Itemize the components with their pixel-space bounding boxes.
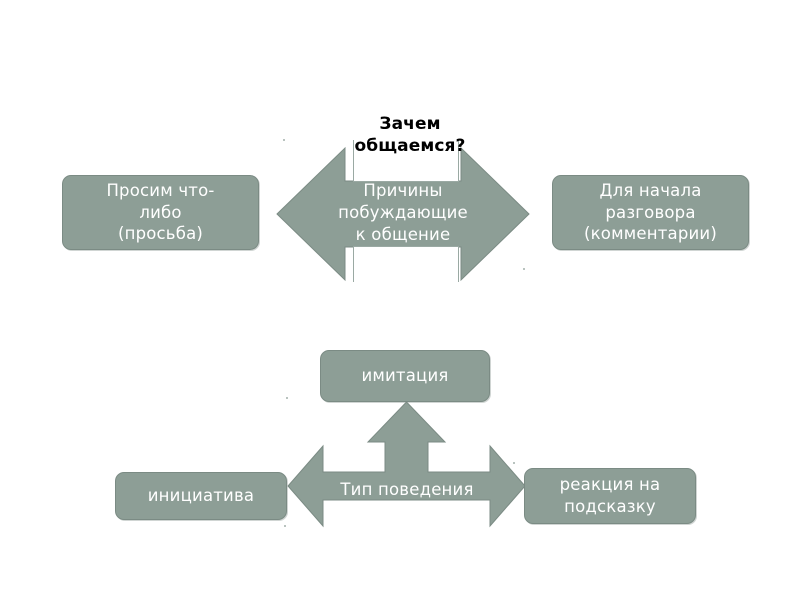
box-request-something[interactable]: Просим что- либо (просьба) — [62, 175, 259, 250]
artifact-speck — [513, 462, 515, 464]
box-request-something-line-1: Просим что- — [106, 180, 215, 200]
box-initiative-label: инициатива — [147, 486, 255, 506]
causes-double-arrow[interactable] — [276, 146, 530, 282]
artifact-speck — [523, 268, 525, 270]
artifact-speck — [283, 139, 285, 141]
double-headed-horizontal-arrow-icon — [276, 146, 530, 282]
box-imitation[interactable]: имитация — [320, 350, 490, 402]
box-conversation-starter-line-3: (комментарии) — [583, 224, 717, 244]
box-request-something-line-3: (просьба) — [117, 224, 204, 244]
box-imitation-label: имитация — [361, 366, 449, 386]
three-way-arrow-icon — [287, 401, 526, 528]
title-textbox-notch-top — [353, 140, 459, 182]
page-title-line-2: общаемся? — [354, 135, 466, 156]
artifact-speck — [286, 397, 288, 399]
box-request-something-line-2: либо — [139, 202, 182, 222]
page-title-line-1: Зачем — [379, 114, 441, 134]
behaviour-three-way-arrow[interactable] — [287, 401, 526, 533]
box-reaction-to-prompt-line-2: подсказку — [564, 497, 656, 516]
box-reaction-to-prompt[interactable]: реакция на подсказку — [524, 468, 696, 524]
box-initiative[interactable]: инициатива — [115, 472, 287, 520]
box-conversation-starter-line-1: Для начала — [599, 180, 702, 200]
title-textbox-notch-bottom — [353, 246, 459, 282]
box-reaction-to-prompt-line-1: реакция на — [559, 475, 661, 495]
artifact-speck — [284, 525, 286, 527]
box-conversation-starter-line-2: разговора — [605, 202, 696, 222]
box-conversation-starter[interactable]: Для начала разговора (комментарии) — [552, 175, 749, 250]
page-title: Зачем общаемся? — [310, 114, 510, 158]
